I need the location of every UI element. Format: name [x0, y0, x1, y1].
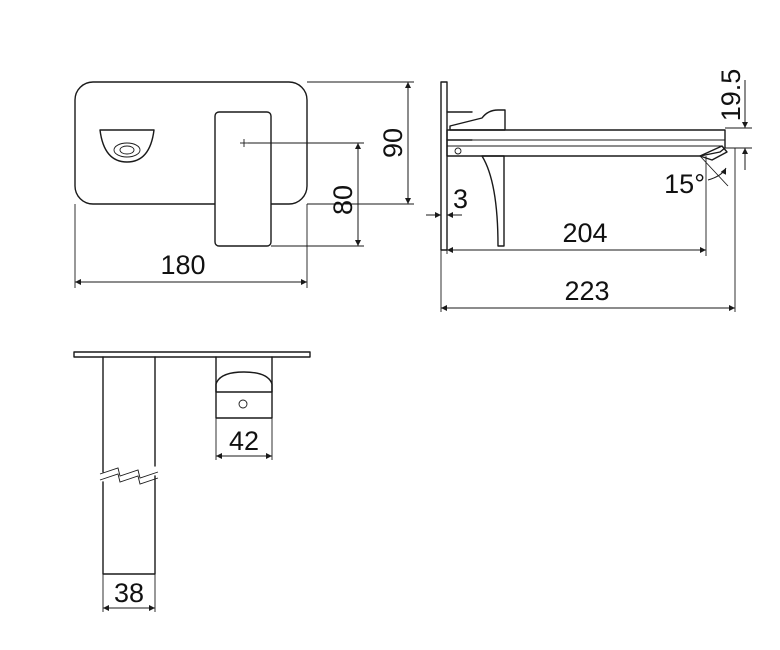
dim-label-19-5: 19.5	[716, 69, 746, 122]
lever-top-rim	[215, 371, 273, 393]
dim-label-38: 38	[114, 578, 144, 608]
spout-outlet	[99, 129, 155, 163]
dim-arc-15	[707, 167, 727, 181]
wall-plate	[440, 81, 448, 251]
spout-screw	[454, 147, 462, 155]
top-plate	[73, 351, 311, 358]
lever-side	[449, 109, 506, 131]
aerator-outer	[113, 142, 141, 158]
lever-top	[215, 356, 273, 419]
dim-label-90: 90	[378, 128, 408, 158]
body-break-2	[99, 473, 159, 485]
aerator-inner	[119, 145, 135, 155]
dim-label-80: 80	[328, 185, 358, 215]
handle-blade	[481, 155, 505, 247]
body-top	[102, 356, 156, 473]
body-break	[99, 467, 159, 479]
lever	[214, 111, 272, 247]
side-view: 19.5 3 15° 204 223	[426, 69, 752, 312]
spout-tip	[699, 145, 728, 161]
spout	[446, 129, 726, 157]
dim-label-42: 42	[229, 426, 259, 456]
dim-label-223: 223	[564, 276, 609, 306]
dim-label-204: 204	[562, 218, 607, 248]
front-view: 90 80 180	[74, 81, 414, 288]
top-view: 42 38	[73, 351, 311, 612]
dim-label-15: 15°	[664, 169, 705, 199]
dim-label-180: 180	[160, 250, 205, 280]
dim-label-3: 3	[453, 184, 468, 214]
lever-top-hole	[238, 399, 248, 409]
body-bottom	[102, 475, 156, 575]
